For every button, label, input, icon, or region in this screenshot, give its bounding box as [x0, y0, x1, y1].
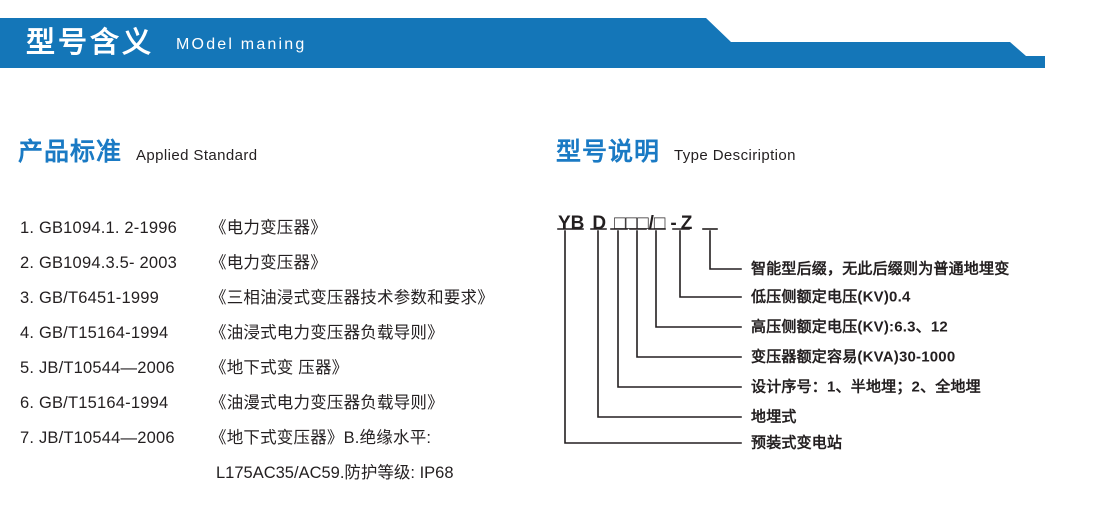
standard-code: 3. GB/T6451-1999 [20, 289, 159, 307]
list-item: 1. GB1094.1. 2-1996 《电力变压器》 [20, 214, 550, 249]
standard-continuation-line: L175AC35/AC59.防护等级: IP68 [20, 459, 550, 494]
banner-shape [0, 18, 1045, 68]
legend-item-hv-voltage: 高压侧额定电压(KV):6.3、12 [751, 318, 948, 336]
banner-title-en: MOdel maning [176, 36, 307, 53]
list-item: 7. JB/T10544—2006 《地下式变压器》B.绝缘水平: [20, 424, 550, 459]
standard-name: 《电力变压器》 [210, 254, 327, 272]
standard-code: 2. GB1094.3.5- 2003 [20, 254, 177, 272]
standard-code: 4. GB/T15164-1994 [20, 324, 169, 342]
standard-continuation-text: L175AC35/AC59.防护等级: IP68 [216, 464, 454, 482]
standard-name: 《地下式变 压器》 [210, 359, 349, 377]
standard-name: 《三相油浸式变压器技术参数和要求》 [210, 289, 494, 307]
standard-code: 5. JB/T10544—2006 [20, 359, 175, 377]
leader-lines [557, 228, 742, 444]
model-code-diagram: YB D □□□/□ - Z [545, 205, 1100, 470]
section-heading-type-description: 型号说明 Type Desciription [556, 140, 796, 165]
page-header-banner: 型号含义 MOdel maning [0, 18, 1045, 68]
banner-text-group: 型号含义 MOdel maning [26, 18, 306, 68]
list-item: 5. JB/T10544—2006 《地下式变 压器》 [20, 354, 550, 389]
standards-list: 1. GB1094.1. 2-1996 《电力变压器》 2. GB1094.3.… [20, 214, 550, 494]
section-heading-cn: 产品标准 [18, 138, 123, 166]
legend-item-prefab-substation: 预装式变电站 [751, 434, 843, 452]
model-code-part-box1: □ [614, 213, 626, 234]
model-code-part-box3: □ [637, 213, 649, 234]
legend-item-buried-type: 地埋式 [751, 408, 797, 426]
legend-item-suffix: 智能型后缀，无此后缀则为普通地埋变 [751, 260, 1010, 278]
model-code-part-box2: □ [625, 213, 638, 234]
section-heading-en: Type Desciription [674, 147, 796, 164]
model-code-part-yb: YB [558, 213, 585, 234]
banner-title-cn: 型号含义 [26, 26, 155, 59]
standard-code: 1. GB1094.1. 2-1996 [20, 219, 177, 237]
model-code-part-slash: / [648, 213, 654, 234]
section-heading-applied-standard: 产品标准 Applied Standard [18, 140, 258, 165]
model-code-part-d: D [592, 213, 607, 234]
model-code-part-box4: □ [653, 213, 666, 234]
list-item: 6. GB/T15164-1994 《油漫式电力变压器负载导则》 [20, 389, 550, 424]
standard-code: 7. JB/T10544—2006 [20, 429, 175, 447]
model-code-string: YB D □□□/□ - Z [558, 214, 692, 233]
standard-code: 6. GB/T15164-1994 [20, 394, 169, 412]
list-item: 4. GB/T15164-1994 《油浸式电力变压器负载导则》 [20, 319, 550, 354]
section-heading-cn: 型号说明 [556, 138, 661, 166]
section-heading-en: Applied Standard [136, 147, 258, 164]
model-code-part-z: Z [680, 213, 693, 234]
standard-name: 《油浸式电力变压器负载导则》 [210, 324, 444, 342]
model-code-part-dash: - [670, 213, 677, 234]
legend-item-capacity: 变压器额定容易(KVA)30-1000 [751, 348, 956, 366]
standard-name: 《油漫式电力变压器负载导则》 [210, 394, 444, 412]
standard-name: 《地下式变压器》B.绝缘水平: [210, 429, 432, 447]
list-item: 3. GB/T6451-1999 《三相油浸式变压器技术参数和要求》 [20, 284, 550, 319]
legend-item-design-serial: 设计序号：1、半地埋；2、全地埋 [751, 378, 981, 396]
list-item: 2. GB1094.3.5- 2003 《电力变压器》 [20, 249, 550, 284]
legend-item-lv-voltage: 低压侧额定电压(KV)0.4 [751, 288, 911, 306]
standard-name: 《电力变压器》 [210, 219, 327, 237]
